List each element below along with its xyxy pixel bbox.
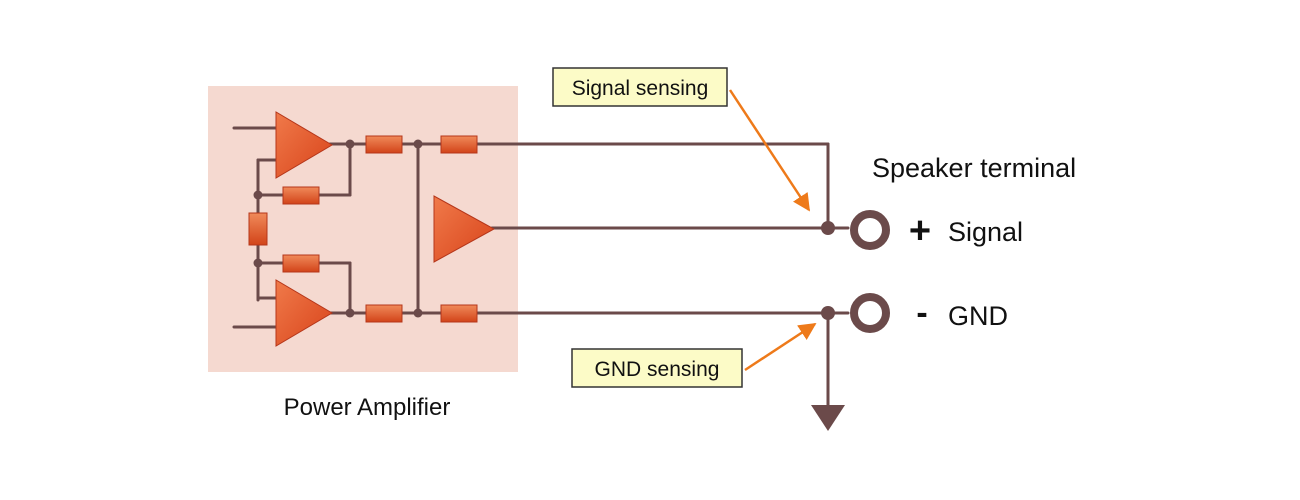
speaker-terminal-minus: [850, 293, 890, 333]
signal-label: Signal: [948, 217, 1023, 247]
resistor: [248, 212, 268, 246]
signal-sense-node: [821, 221, 835, 235]
amplifier-triangle-bottom: [275, 279, 333, 347]
resistor: [440, 304, 478, 323]
amplifier-triangle-top: [275, 111, 333, 179]
signal-sensing-arrow: [728, 89, 811, 212]
gnd-label: GND: [948, 301, 1008, 331]
amplifiers: [275, 111, 496, 347]
junction-dots: [253, 139, 835, 320]
resistor: [365, 304, 403, 323]
power-amplifier-label: Power Amplifier: [284, 394, 451, 421]
resistor: [282, 186, 320, 205]
junction-dot: [413, 308, 423, 318]
resistor: [365, 135, 403, 154]
signal-sensing-callout: [552, 67, 728, 107]
resistors: [248, 135, 478, 323]
speaker-terminal-label: Speaker terminal: [872, 153, 1076, 183]
signal-sensing-label: Signal sensing: [572, 77, 709, 100]
junction-dot: [345, 139, 355, 149]
speaker-terminal-plus: [850, 210, 890, 250]
junction-dot: [253, 258, 263, 268]
minus-symbol: -: [916, 294, 927, 332]
gnd-sensing-label: GND sensing: [595, 358, 720, 381]
junction-dot: [345, 308, 355, 318]
gnd-sensing-arrow: [744, 322, 817, 372]
resistor: [282, 254, 320, 273]
gnd-sense-node: [821, 306, 835, 320]
ground-arrow-icon: [811, 405, 845, 431]
resistor: [440, 135, 478, 154]
plus-symbol: +: [909, 210, 931, 252]
amplifier-triangle-middle: [433, 195, 496, 263]
junction-dot: [253, 190, 263, 200]
junction-dot: [413, 139, 423, 149]
gnd-sensing-callout: [571, 348, 743, 388]
